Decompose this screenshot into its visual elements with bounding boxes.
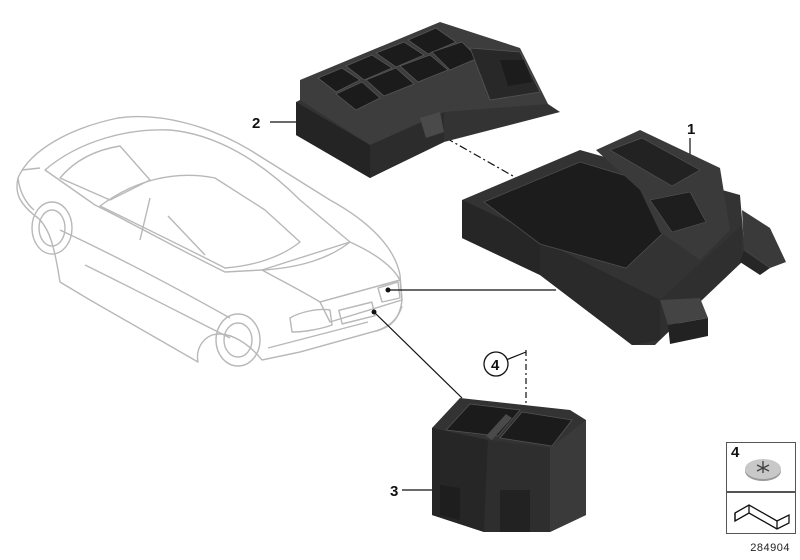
reference-number: 284904 bbox=[750, 542, 790, 554]
callout-part-4: 4 bbox=[491, 357, 500, 374]
legend-item-4: 4 bbox=[726, 442, 796, 492]
callout-part-1: 1 bbox=[687, 121, 695, 138]
car-outline-icon bbox=[16, 115, 403, 367]
part-3-holder bbox=[432, 398, 586, 532]
clip-icon bbox=[745, 459, 781, 481]
part-2-fuse-carrier bbox=[296, 22, 560, 178]
leader-dots bbox=[371, 287, 391, 315]
callout-part-2: 2 bbox=[252, 115, 260, 132]
part-1-tray bbox=[462, 130, 786, 345]
callout-part-3: 3 bbox=[390, 483, 398, 500]
foam-pad-icon bbox=[734, 504, 790, 530]
callout-circle-4 bbox=[483, 351, 509, 377]
legend-item-4-number: 4 bbox=[731, 444, 740, 461]
legend-foam-pad bbox=[726, 492, 796, 534]
